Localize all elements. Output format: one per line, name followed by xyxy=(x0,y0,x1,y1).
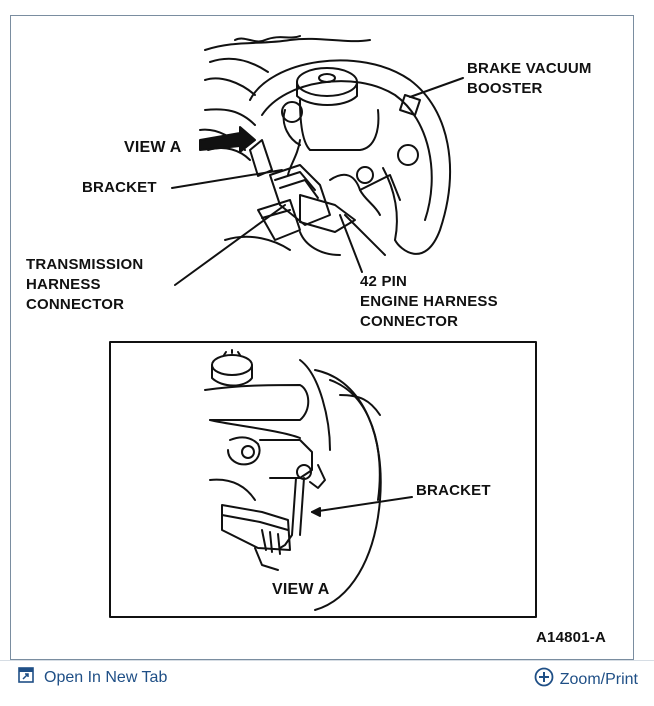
label-view-a-top: VIEW A xyxy=(124,139,182,156)
open-new-tab-link[interactable]: Open In New Tab xyxy=(18,667,167,688)
label-engine-harness: ENGINE HARNESS xyxy=(360,293,498,310)
inset-connector xyxy=(221,504,291,551)
label-bracket-top: BRACKET xyxy=(82,179,157,196)
open-new-tab-label: Open In New Tab xyxy=(44,668,168,686)
zoom-print-label: Zoom/Print xyxy=(559,670,638,688)
booster-outline xyxy=(249,59,451,255)
label-transmission: TRANSMISSION xyxy=(26,256,144,273)
figure-toolbar: Open In New Tab Zoom/Print xyxy=(0,660,654,706)
label-connector-right: CONNECTOR xyxy=(360,313,459,330)
booster-bolt xyxy=(399,94,421,116)
label-brake-vacuum: BRAKE VACUUM xyxy=(467,60,592,77)
figure-number: A14801-A xyxy=(536,629,606,646)
inset-booster xyxy=(314,369,382,611)
label-bracket-inset: BRACKET xyxy=(416,482,491,499)
open-new-tab-icon xyxy=(18,667,34,688)
inset-box xyxy=(109,341,537,618)
transmission-connector xyxy=(257,199,301,241)
figure-border xyxy=(10,15,634,660)
label-connector-left: CONNECTOR xyxy=(26,296,125,313)
inset-reservoir-cap xyxy=(211,354,253,376)
engine-connector xyxy=(269,164,331,226)
zoom-plus-icon xyxy=(534,667,554,692)
label-42-pin: 42 PIN xyxy=(360,273,408,290)
label-view-a-inset: VIEW A xyxy=(272,581,330,598)
label-booster: BOOSTER xyxy=(467,80,543,97)
zoom-print-link[interactable]: Zoom/Print xyxy=(534,667,638,692)
label-harness: HARNESS xyxy=(26,276,101,293)
diagram-art xyxy=(109,35,537,618)
